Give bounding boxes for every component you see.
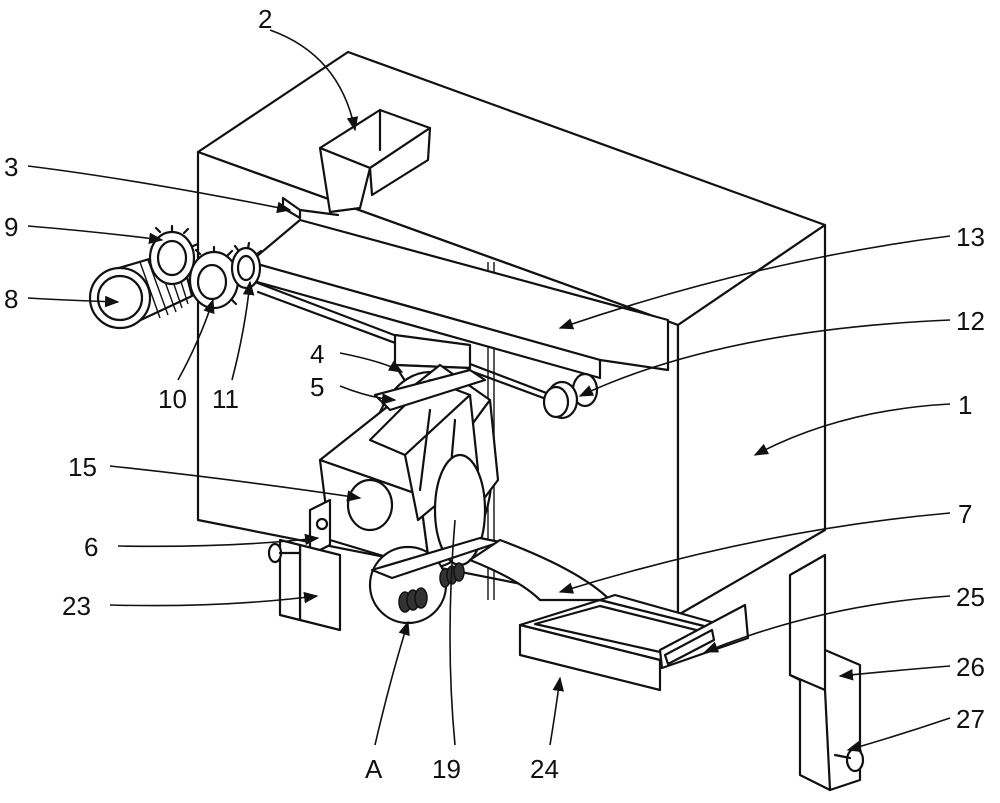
drum-shaft-15 bbox=[348, 480, 392, 530]
label-19: 19 bbox=[432, 754, 461, 784]
label-7: 7 bbox=[958, 499, 972, 529]
label-A: A bbox=[365, 754, 383, 784]
label-3: 3 bbox=[4, 152, 18, 182]
left-support-leg bbox=[269, 540, 340, 630]
label-11: 11 bbox=[212, 384, 239, 414]
label-15: 15 bbox=[68, 452, 97, 482]
label-1: 1 bbox=[958, 390, 972, 420]
label-23: 23 bbox=[62, 591, 91, 621]
label-4: 4 bbox=[310, 339, 324, 369]
label-13: 13 bbox=[956, 222, 985, 252]
label-25: 25 bbox=[956, 582, 985, 612]
label-8: 8 bbox=[4, 284, 18, 314]
label-27: 27 bbox=[956, 704, 985, 734]
label-26: 26 bbox=[956, 652, 985, 682]
label-12: 12 bbox=[956, 306, 985, 336]
label-6: 6 bbox=[84, 532, 98, 562]
label-9: 9 bbox=[4, 212, 18, 242]
label-10: 10 bbox=[158, 384, 187, 414]
label-24: 24 bbox=[530, 754, 559, 784]
label-2: 2 bbox=[258, 4, 272, 34]
label-5: 5 bbox=[310, 372, 324, 402]
